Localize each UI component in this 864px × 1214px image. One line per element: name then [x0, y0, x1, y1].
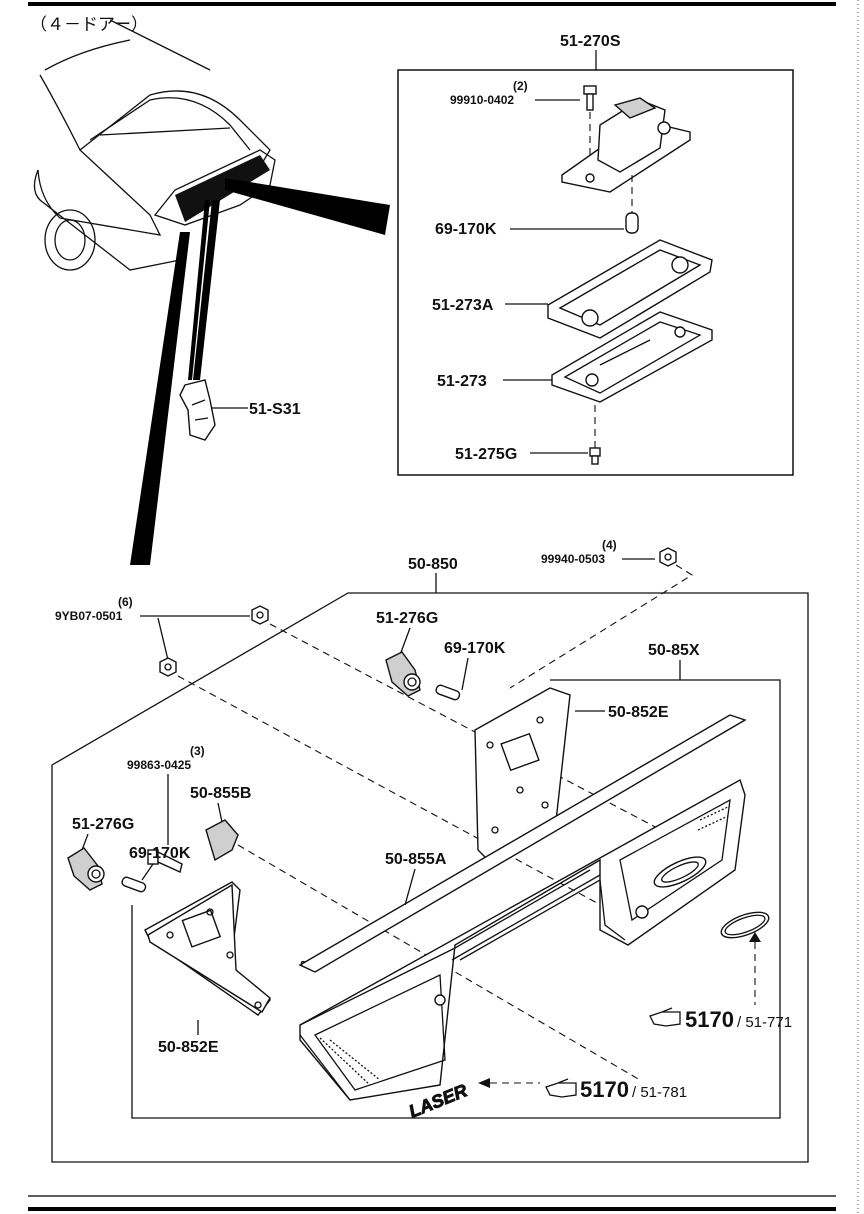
label-garnish-x: 50-85X [648, 642, 700, 659]
pointing-hand-icon [649, 1007, 681, 1027]
laser-arrow [478, 1078, 490, 1088]
leader-to-lamp [225, 178, 390, 235]
label-bulb-l: 69-170K [129, 845, 191, 862]
label-socket-r: 51-276G [376, 610, 438, 627]
label-moulding: 50-855A [385, 851, 447, 868]
moulding-part [298, 714, 747, 973]
label-bracket-r: 50-852E [608, 704, 669, 721]
lamp-housing [561, 97, 691, 193]
garnish-panel [299, 778, 746, 1101]
ref2-main: 5170 [580, 1077, 629, 1102]
bracket-r-part [474, 687, 571, 863]
label-nut: 99940-0503 [541, 552, 605, 566]
leader-to-garnish [130, 232, 190, 565]
label-lamp-assy: 51-270S [560, 33, 621, 50]
emblem-arrow [749, 932, 761, 942]
ref1-main: 5170 [685, 1007, 734, 1032]
label-bracket-l: 50-852E [158, 1039, 219, 1056]
label-bulb-top: 69-170K [435, 221, 497, 238]
label-nut6: 9YB07-0501 [55, 609, 123, 623]
bulb-r-part [435, 684, 461, 701]
bulb-r-leader [461, 657, 469, 691]
socket-l-leader [81, 833, 89, 851]
label-screw-qty: (2) [513, 79, 528, 93]
bracket-l-part [144, 881, 272, 1016]
nut-dash [509, 564, 694, 689]
label-lens: 51-273 [437, 373, 487, 390]
moulding-leader [404, 868, 416, 906]
label-gasket: 51-273A [432, 297, 494, 314]
holder-part [205, 819, 239, 862]
car-rear-illustration [33, 19, 276, 271]
pointing-hand-icon [545, 1078, 577, 1098]
oval-emblem [720, 911, 770, 939]
label-nut6-qty: (6) [118, 595, 133, 609]
ref2-sub: / 51-781 [632, 1084, 687, 1101]
screw-part [583, 85, 597, 111]
label-socket-l: 51-276G [72, 816, 134, 833]
label-nut-qty: (4) [602, 538, 617, 552]
bulb-l-leader [141, 863, 154, 881]
screw2-part [589, 447, 601, 465]
socket-r-part [385, 651, 421, 697]
ref1-sub: / 51-771 [737, 1014, 792, 1031]
nut6-part-b [159, 657, 177, 677]
bulb-top-part [625, 212, 639, 234]
socket-r-leader [399, 627, 411, 656]
leader-to-clip [193, 200, 220, 380]
bulb-l-part [121, 876, 147, 893]
label-clip: 51-S31 [249, 401, 301, 418]
label-screw: 99910-0402 [450, 93, 514, 107]
nut6-leader-2 [157, 617, 169, 661]
nut6-dash-b [177, 675, 611, 911]
nut6-part-a [251, 605, 269, 625]
leader-to-clip-2 [188, 200, 210, 380]
label-bolt-qty: (3) [190, 744, 205, 758]
socket-l-part [67, 847, 105, 891]
nut-part [659, 547, 677, 567]
lamp-assy-box [397, 69, 794, 476]
garnish-assy-box [51, 592, 809, 1163]
clip-part [179, 379, 216, 441]
lens-part [551, 311, 713, 403]
label-screw2: 51-275G [455, 446, 517, 463]
variant-label: （４－ドアー） [30, 15, 148, 35]
label-garnish-assy: 50-850 [408, 556, 458, 573]
holder-leader [217, 802, 223, 823]
garnish-x-box [131, 679, 781, 1119]
label-holder: 50-855B [190, 785, 251, 802]
label-bulb-r: 69-170K [444, 640, 506, 657]
label-bolt: 99863-0425 [127, 758, 191, 772]
gasket-part [547, 239, 713, 339]
